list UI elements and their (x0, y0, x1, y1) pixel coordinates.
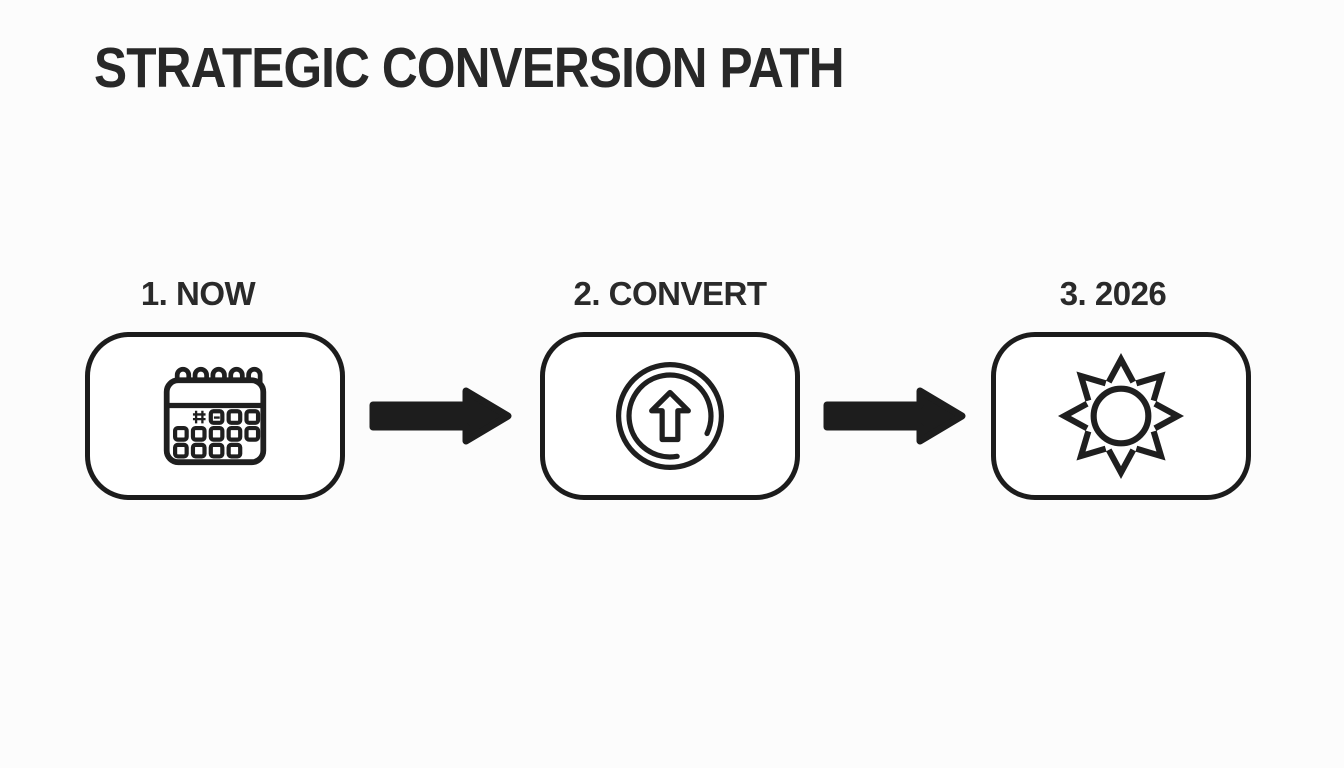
step-convert: 2. CONVERT (540, 277, 800, 500)
arrow-right-icon (823, 387, 966, 445)
step-2026: 3. 2026 (991, 277, 1251, 500)
step-now-box (85, 332, 345, 500)
step-2026-box (991, 332, 1251, 500)
step-convert-label: 2. CONVERT (573, 275, 767, 312)
calendar-icon (163, 366, 267, 466)
step-now-label: 1. NOW (140, 275, 256, 312)
step-2026-label: 3. 2026 (1059, 275, 1167, 312)
page-title: STRATEGIC CONVERSION PATH (94, 36, 845, 100)
arrow-right-icon (369, 387, 512, 445)
step-now: 1. NOW (85, 277, 345, 500)
circle-up-arrow-icon (615, 361, 725, 471)
sun-icon (1057, 352, 1185, 480)
step-convert-box (540, 332, 800, 500)
